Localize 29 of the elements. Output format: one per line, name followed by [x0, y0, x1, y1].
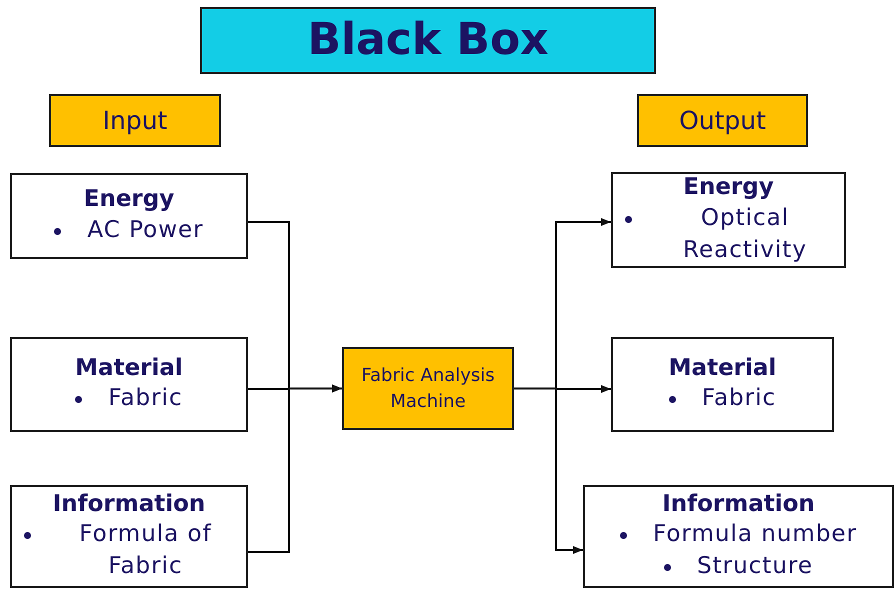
header-box: [49, 94, 221, 147]
process-label: Fabric Analysis Machine: [360, 364, 496, 414]
process-box: [342, 347, 514, 430]
category-heading: Material: [75, 354, 183, 382]
title-box: [200, 7, 656, 74]
list-item: Fabric: [702, 384, 776, 414]
list-item: AC Power: [87, 216, 204, 245]
category-box: [611, 172, 846, 268]
category-box: [583, 485, 894, 588]
list-item: Formula number: [652, 520, 858, 550]
arrow: [248, 384, 342, 553]
list-item: Fabric: [108, 384, 183, 414]
arrow: [514, 388, 583, 554]
header-box: [637, 94, 808, 147]
category-box: [611, 337, 834, 432]
title-text: Black Box: [307, 14, 549, 67]
header-label: Input: [102, 106, 168, 136]
category-heading: Information: [52, 490, 206, 518]
category-box: [10, 337, 248, 432]
list-item: Optical Reactivity: [682, 204, 808, 265]
category-heading: Energy: [84, 186, 174, 214]
category-heading: Information: [662, 490, 815, 518]
list-item: Formula of Fabric: [78, 520, 213, 582]
category-box: [10, 173, 248, 259]
category-heading: Material: [668, 354, 776, 382]
category-box: [10, 485, 248, 588]
category-heading: Energy: [683, 174, 774, 202]
header-label: Output: [679, 106, 766, 136]
list-item: Structure: [697, 552, 813, 582]
